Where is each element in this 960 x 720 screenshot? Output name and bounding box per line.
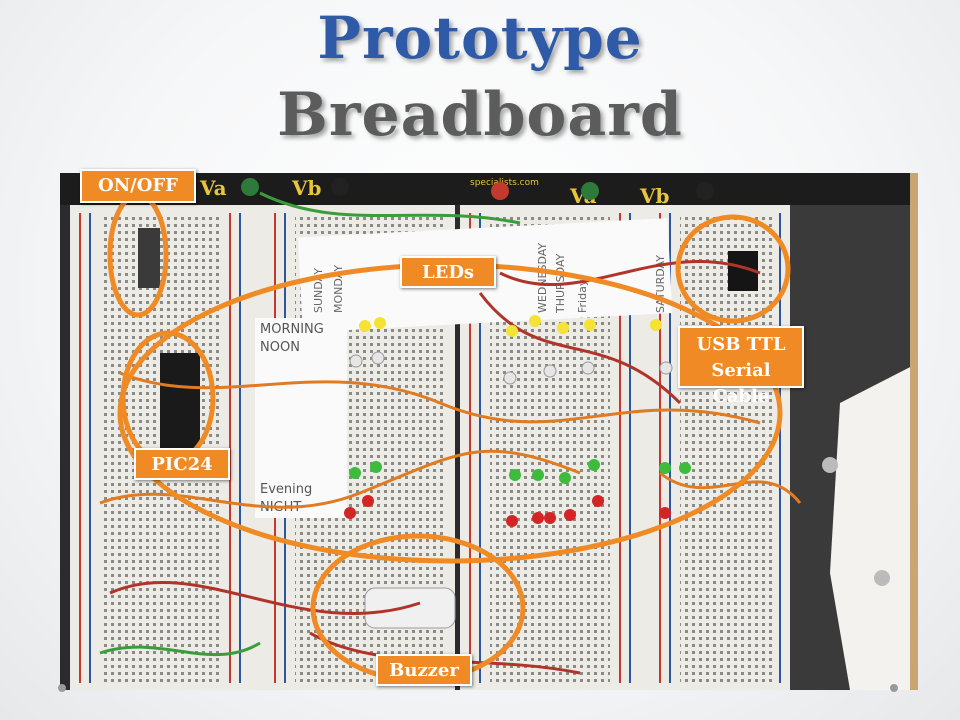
usb-outline — [675, 214, 791, 324]
paper-day-3: WEDNESDAY — [536, 243, 549, 313]
slide-title-line2: Breadboard — [277, 80, 683, 150]
breadboard-photo: Va Vb Va Vb specialists.com — [60, 173, 918, 690]
paper-time-2: NOON — [260, 340, 300, 355]
paper-day-5: Friday — [576, 279, 589, 313]
slide-title-line1: Prototype — [317, 4, 643, 72]
board-print-vb-right: Vb — [639, 184, 670, 208]
usb-label-line1: USB TTL — [696, 334, 786, 355]
slide-corner-dot-right — [890, 684, 898, 692]
buzzer-label: Buzzer — [376, 654, 472, 686]
usb-ttl-serial-cable-label: USB TTL Serial Cable — [678, 326, 804, 407]
board-print-va-left: Va — [199, 176, 227, 200]
board-print-vb-left: Vb — [291, 176, 322, 200]
paper-time-3: Evening — [260, 482, 312, 497]
slide-corner-dot-left — [58, 684, 66, 692]
on-off-label: ON/OFF — [80, 169, 196, 203]
paper-time-1: MORNING — [260, 322, 324, 337]
leds-label: LEDs — [400, 256, 496, 288]
board-print-brand: specialists.com — [470, 178, 539, 188]
pic24-label: PIC24 — [134, 448, 230, 480]
breadboard-illustration: Va Vb Va Vb specialists.com — [60, 173, 918, 690]
usb-label-line2: Serial Cable — [711, 360, 771, 407]
